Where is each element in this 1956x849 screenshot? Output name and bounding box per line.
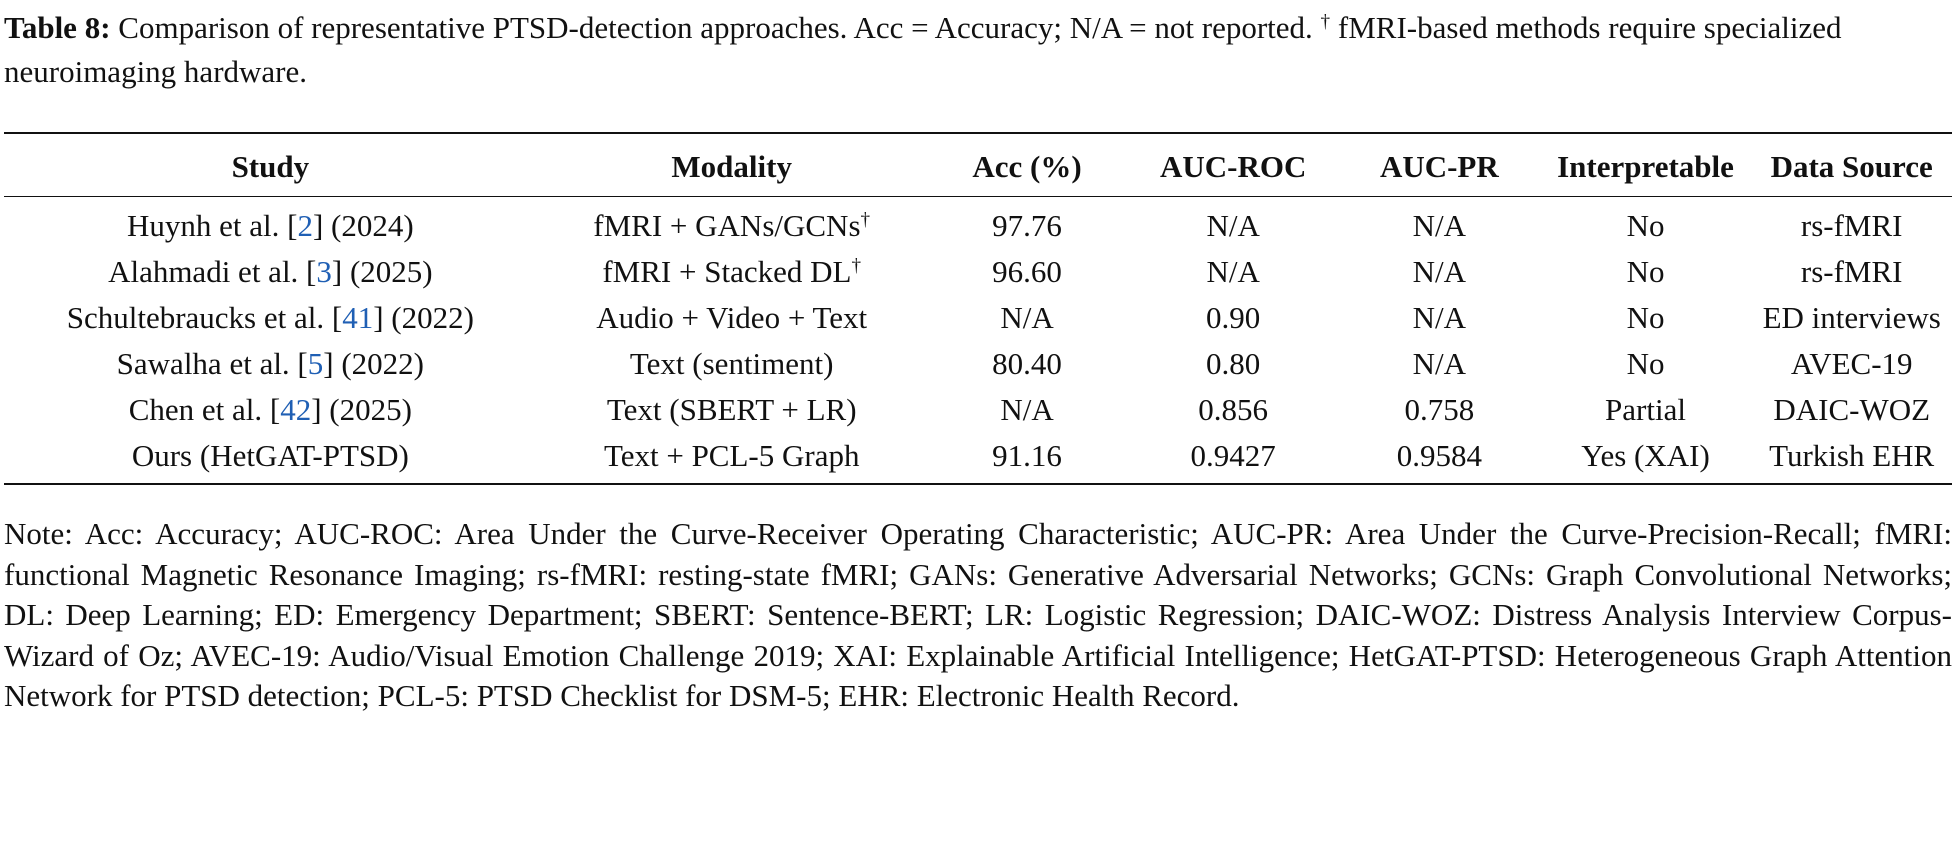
header-auc-pr: AUC-PR [1379,149,1499,184]
table-header-row: Study Modality Acc (%) AUC-ROC AUC-PR In… [4,133,1952,197]
cell-auc-roc: 0.9427 [1190,438,1276,473]
table-caption: Table 8: Comparison of representative PT… [4,6,1952,94]
cell-modality: Text (SBERT + LR) [606,392,857,427]
header-study: Study [231,149,310,184]
header-modality: Modality [671,149,792,184]
cell-accuracy: 96.60 [992,254,1062,289]
citation-link[interactable]: 42 [280,392,312,427]
table-row: Alahmadi et al. [3] (2025) fMRI + Stacke… [4,249,1952,295]
cell-auc-roc: 0.80 [1206,346,1261,381]
table-label: Table 8: [4,10,111,45]
cell-interpretable: Yes (XAI) [1581,438,1710,473]
caption-text: Comparison of representative PTSD-detect… [110,10,1321,45]
cell-auc-roc: 0.856 [1198,392,1269,427]
cell-accuracy: 97.76 [992,208,1062,243]
citation-link[interactable]: 5 [307,346,324,381]
table-row: Schultebraucks et al. [41] (2022) Audio … [4,295,1952,341]
cell-study: Alahmadi et al. [3] (2025) [108,254,433,289]
cell-interpretable: Partial [1605,392,1686,427]
table-note: Note: Acc: Accuracy; AUC-ROC: Area Under… [4,516,1952,713]
cell-data-source: rs-fMRI [1800,254,1903,289]
cell-modality: Text + PCL-5 Graph [603,438,860,473]
caption-dagger: † [1320,11,1331,33]
citation-link[interactable]: 2 [297,208,313,243]
cell-auc-pr: N/A [1412,208,1467,243]
header-data-source: Data Source [1770,149,1933,184]
table-row: Huynh et al. [2] (2024) fMRI + GANs/GCNs… [4,197,1952,250]
cell-modality: fMRI + Stacked DL† [602,254,862,289]
paper-page: Table 8: Comparison of representative PT… [4,6,1952,713]
cell-modality: Audio + Video + Text [596,300,868,335]
header-auc-roc: AUC-ROC [1159,149,1307,184]
cell-accuracy: 80.40 [992,346,1062,381]
table-row: Sawalha et al. [5] (2022) Text (sentimen… [4,341,1952,387]
cell-accuracy: N/A [1000,300,1054,335]
cell-modality: fMRI + GANs/GCNs† [593,208,871,243]
comparison-table: Study Modality Acc (%) AUC-ROC AUC-PR In… [4,132,1952,485]
table-row: Ours (HetGAT-PTSD) Text + PCL-5 Graph 91… [4,433,1952,484]
cell-auc-pr: N/A [1412,300,1467,335]
citation-link[interactable]: 3 [316,254,332,289]
cell-study: Ours (HetGAT-PTSD) [131,438,409,473]
cell-data-source: DAIC-WOZ [1773,392,1931,427]
cell-interpretable: No [1626,300,1665,335]
cell-auc-pr: N/A [1412,254,1467,289]
cell-study: Sawalha et al. [5] (2022) [116,346,424,381]
cell-accuracy: N/A [1000,392,1054,427]
cell-modality: Text (sentiment) [629,346,834,381]
table-row: Chen et al. [42] (2025) Text (SBERT + LR… [4,387,1952,433]
cell-auc-roc: 0.90 [1206,300,1261,335]
cell-data-source: Turkish EHR [1769,438,1935,473]
citation-link[interactable]: 41 [342,300,374,335]
cell-data-source: AVEC-19 [1790,346,1913,381]
header-interpretable: Interpretable [1557,149,1734,184]
cell-auc-pr: 0.9584 [1396,438,1482,473]
cell-interpretable: No [1626,208,1665,243]
cell-auc-roc: N/A [1206,208,1260,243]
cell-interpretable: No [1626,254,1665,289]
cell-accuracy: 91.16 [992,438,1062,473]
cell-auc-pr: N/A [1412,346,1467,381]
cell-auc-roc: N/A [1206,254,1260,289]
cell-data-source: ED interviews [1762,300,1941,335]
cell-study: Schultebraucks et al. [41] (2022) [66,300,474,335]
header-accuracy: Acc (%) [972,149,1082,184]
cell-auc-pr: 0.758 [1404,392,1475,427]
cell-study: Huynh et al. [2] (2024) [126,208,414,243]
cell-study: Chen et al. [42] (2025) [128,392,412,427]
cell-interpretable: No [1626,346,1665,381]
cell-data-source: rs-fMRI [1800,208,1903,243]
caption-text-2: fMRI-based methods require specialized n… [4,10,1842,89]
